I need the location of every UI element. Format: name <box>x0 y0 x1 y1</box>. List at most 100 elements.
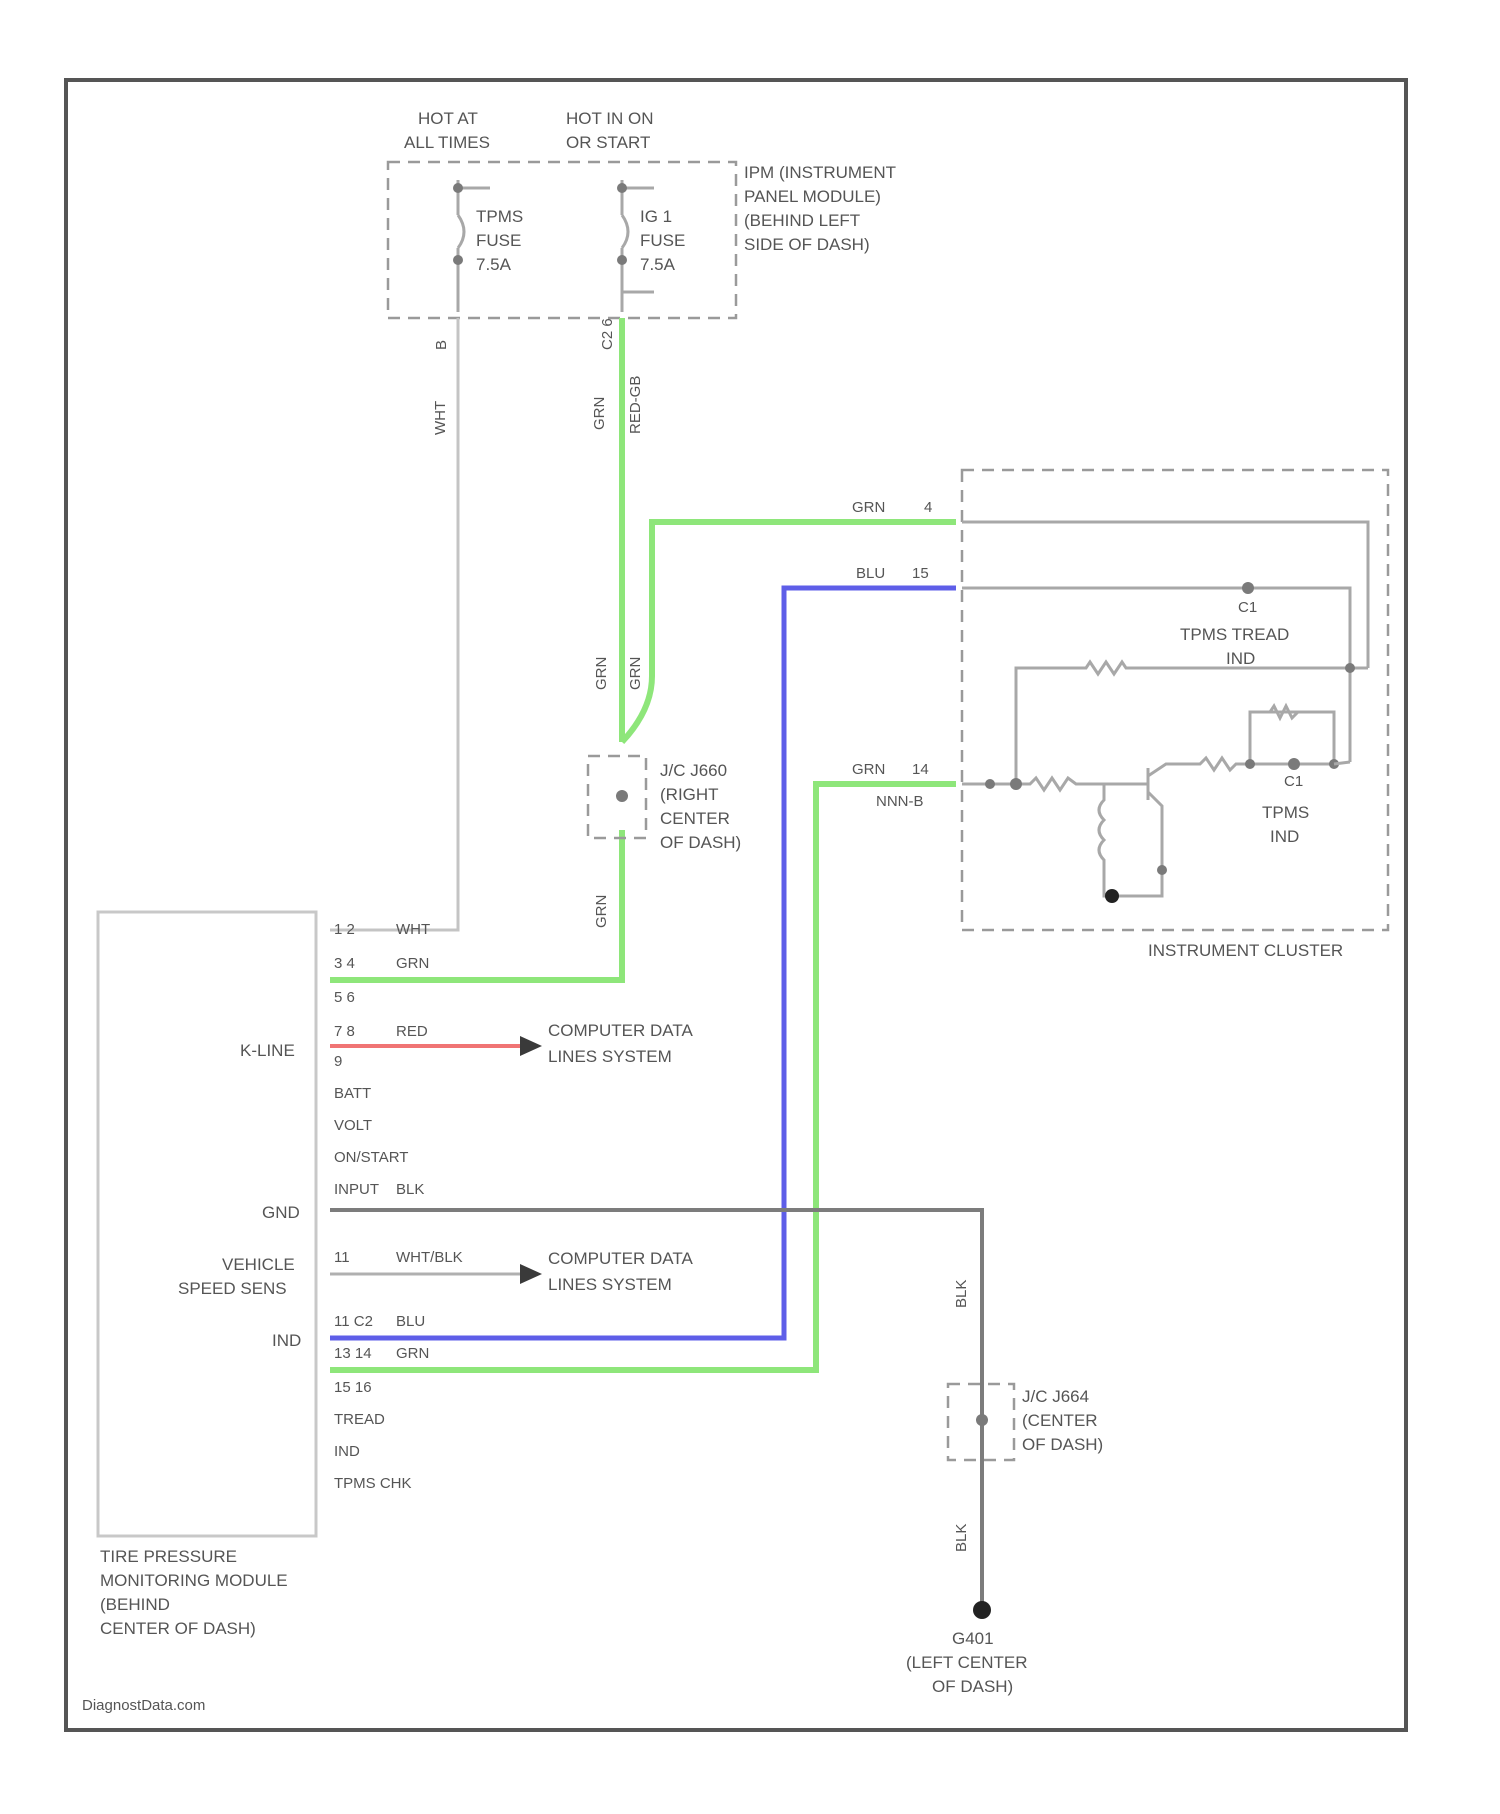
module-pin-16: TPMS CHK <box>334 1475 412 1492</box>
ground-icon <box>973 1601 991 1619</box>
module-pin-1: 1 2 <box>334 921 355 938</box>
module-label-vss-line1: VEHICLE <box>222 1255 295 1274</box>
module-pin-8: ON/START <box>334 1149 408 1166</box>
jc-center-title-line3: OF DASH) <box>1022 1435 1103 1454</box>
tpms-fuse-node-bot <box>453 255 463 265</box>
module-pin-9-color: BLK <box>396 1181 424 1198</box>
module-label-gnd: GND <box>262 1203 300 1222</box>
module-pin-14: TREAD <box>334 1411 385 1428</box>
ground-g401: G401 (LEFT CENTER OF DASH) <box>906 1601 1028 1696</box>
cluster-pin14-color: GRN <box>852 761 885 778</box>
ground-title-line2: (LEFT CENTER <box>906 1653 1028 1672</box>
hot-in-on-start-line1: HOT IN ON <box>566 109 654 128</box>
ipm-title-line3: (BEHIND LEFT <box>744 211 860 230</box>
jc-right-center: J/C J660 (RIGHT CENTER OF DASH) <box>588 756 741 852</box>
jc-center-wire-top: BLK <box>953 1280 970 1308</box>
hot-at-all-times-line2: ALL TIMES <box>404 133 490 152</box>
cluster-pin15-internal <box>962 588 1350 762</box>
cluster-pin15-num: 15 <box>912 565 929 582</box>
tpms-driver-coil <box>1099 784 1162 896</box>
module-pin-11-color: BLU <box>396 1313 425 1330</box>
jc-right-title-line3: CENTER <box>660 809 730 828</box>
ipm-title-line4: SIDE OF DASH) <box>744 235 870 254</box>
cluster-pin15-color: BLU <box>856 565 885 582</box>
module-pin-13: 15 16 <box>334 1379 372 1396</box>
tread-node-right <box>1345 663 1355 673</box>
ipm-pin-right: C2 6 <box>599 318 616 350</box>
tpms-ind-to-pin15 <box>1334 762 1350 764</box>
cluster-pin4-num: 4 <box>924 499 932 516</box>
jc-wire-bot: GRN <box>593 895 610 928</box>
module-pin-15: IND <box>334 1443 360 1460</box>
module-pin-12-color: GRN <box>396 1345 429 1362</box>
cluster-ground-node <box>1105 889 1119 903</box>
tread-ind-line2: IND <box>1226 649 1255 668</box>
cluster-node-top: C1 <box>1238 599 1257 616</box>
jc-center-of-dash: J/C J664 (CENTER OF DASH) <box>948 1384 1103 1460</box>
cluster-pin4-internal <box>962 522 1368 668</box>
module-pin-2-color: GRN <box>396 955 429 972</box>
cluster-outline <box>962 470 1388 930</box>
cluster-pin14-node <box>1010 778 1022 790</box>
cluster-pin14-num: 14 <box>912 761 929 778</box>
ipm-module: HOT AT ALL TIMES HOT IN ON OR START IPM … <box>388 109 896 350</box>
tread-node-top <box>1242 582 1254 594</box>
module-title-line4: CENTER OF DASH) <box>100 1619 256 1638</box>
module-pin-2: 3 4 <box>334 955 355 972</box>
jc-right-title-line2: (RIGHT <box>660 785 719 804</box>
tpms-ind-line1: TPMS <box>1262 803 1309 822</box>
module-pin-list: 1 2 WHT 3 4 GRN 5 6 7 8 RED 9 BATT VOLT … <box>334 921 463 1492</box>
tpms-ind-line2: IND <box>1270 827 1299 846</box>
tread-indicator-circuit <box>1016 662 1368 784</box>
module-pin-10-color: WHT/BLK <box>396 1249 463 1266</box>
instrument-cluster: INSTRUMENT CLUSTER C1 TPMS TREAD IND C1 … <box>962 470 1388 960</box>
ig1-fuse-line1: IG 1 <box>640 207 672 226</box>
module-title-line2: MONITORING MODULE <box>100 1571 288 1590</box>
module-label-vss-line2: SPEED SENS <box>178 1279 287 1298</box>
tpms-fuse-node-top <box>453 183 463 193</box>
tpms-ind-node-left <box>1245 759 1255 769</box>
wire-wht-label-vertical: WHT <box>432 401 449 435</box>
module-pin-1-color: WHT <box>396 921 430 938</box>
tpms-fuse-line2: FUSE <box>476 231 521 250</box>
ground-title-line1: G401 <box>952 1629 994 1648</box>
diagram-frame <box>66 80 1406 1730</box>
vss-dest-line1: COMPUTER DATA <box>548 1249 693 1268</box>
tpms-fuse-line1: TPMS <box>476 207 523 226</box>
module-pin-4-color: RED <box>396 1023 428 1040</box>
jc-wire-top-a: GRN <box>593 657 610 690</box>
cluster-node-bot: C1 <box>1284 773 1303 790</box>
module-pin-4: 7 8 <box>334 1023 355 1040</box>
module-title-line1: TIRE PRESSURE <box>100 1547 237 1566</box>
cluster-pin14-conn: NNN-B <box>876 793 924 810</box>
ig1-fuse-node-bot <box>617 255 627 265</box>
tpms-ind-node-mid <box>1288 758 1300 770</box>
jc-center-title-line2: (CENTER <box>1022 1411 1098 1430</box>
tread-ind-line1: TPMS TREAD <box>1180 625 1289 644</box>
jc-right-node <box>616 790 628 802</box>
vss-dest-line2: LINES SYSTEM <box>548 1275 672 1294</box>
wire-grn-label-b: RED-GB <box>627 376 644 434</box>
ipm-pin-left: B <box>433 340 450 350</box>
module-pin-11: 11 C2 <box>334 1313 373 1330</box>
tpms-ind-lamp <box>1250 706 1334 764</box>
module-label-kline: K-LINE <box>240 1041 295 1060</box>
module-label-ind: IND <box>272 1331 301 1350</box>
module-title-line3: (BEHIND <box>100 1595 170 1614</box>
tpms-module-box <box>98 912 316 1536</box>
module-pin-10: 11 <box>334 1249 350 1266</box>
module-pin-7: VOLT <box>334 1117 372 1134</box>
tpms-driver-transistor <box>1148 758 1250 870</box>
wire-grn-jc-to-module-pin4 <box>330 830 622 980</box>
kline-dest-line2: LINES SYSTEM <box>548 1047 672 1066</box>
wire-grn-jc-to-cluster-pin4 <box>622 522 956 742</box>
tpms-fuse-line3: 7.5A <box>476 255 512 274</box>
jc-center-wire-bot: BLK <box>953 1524 970 1552</box>
footer-watermark: DiagnostData.com <box>82 1697 205 1714</box>
ig1-fuse-line2: FUSE <box>640 231 685 250</box>
ipm-title-line2: PANEL MODULE) <box>744 187 881 206</box>
kline-dest-line1: COMPUTER DATA <box>548 1021 693 1040</box>
jc-wire-top-b: GRN <box>627 657 644 690</box>
ig1-fuse-line3: 7.5A <box>640 255 676 274</box>
